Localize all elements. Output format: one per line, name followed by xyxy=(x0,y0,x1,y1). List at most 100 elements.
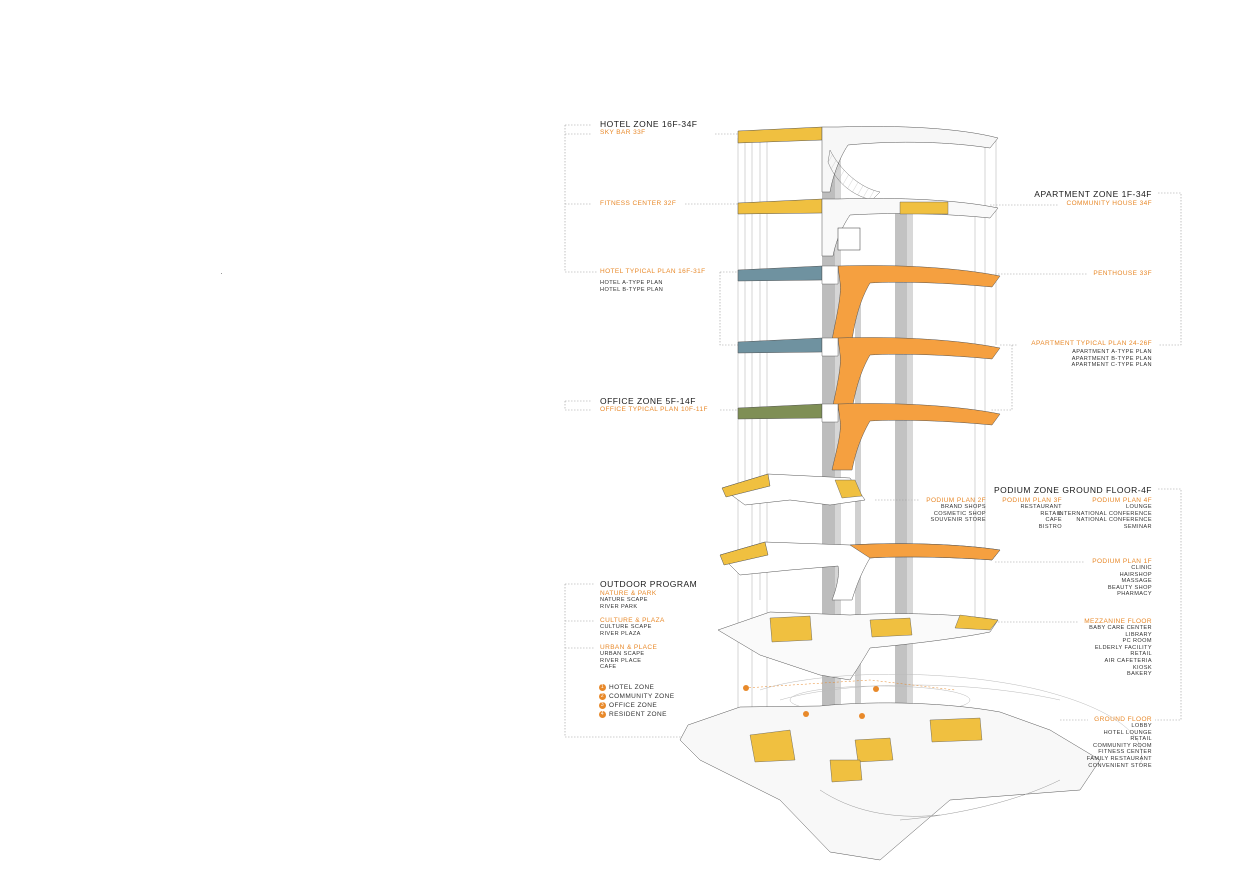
podium-plan-4f: PODIUM PLAN 4F LOUNGE INTERNATIONAL CONF… xyxy=(1058,497,1152,530)
mezzanine-item: KIOSK xyxy=(1132,664,1152,671)
outdoor-group-name: NATURE & PARK xyxy=(600,590,657,597)
floor-sky-bar-33f xyxy=(737,126,999,201)
legend-label: OFFICE ZONE xyxy=(609,702,658,710)
legend-number-badge: 3 xyxy=(599,702,606,709)
stray-dot xyxy=(221,273,222,274)
floor-podium-1f xyxy=(719,541,1001,601)
ground-floor-item: RETAIL xyxy=(1130,736,1152,743)
podium-item: MASSAGE xyxy=(1121,578,1152,585)
outdoor-group-nature: NATURE & PARK NATURE SCAPE RIVER PARK xyxy=(600,590,657,610)
mezzanine-item: BABY CARE CENTER xyxy=(1089,625,1152,631)
ground-floor: GROUND FLOOR LOBBY HOTEL LOUNGE RETAIL C… xyxy=(1087,716,1152,769)
floor-hotel-typical-penthouse xyxy=(737,265,1001,341)
zone-markers xyxy=(743,685,879,719)
ground-floor-item: FAMILY RESTAURANT xyxy=(1086,755,1152,762)
community-house-label: COMMUNITY HOUSE 34F xyxy=(1066,200,1152,207)
podium-item: INTERNATIONAL CONFERENCE xyxy=(1057,510,1152,517)
outdoor-group-culture: CULTURE & PLAZA CULTURE SCAPE RIVER PLAZ… xyxy=(600,617,665,637)
podium-plan-name: PODIUM PLAN 2F xyxy=(926,497,986,504)
podium-plan-name: PODIUM PLAN 1F xyxy=(1092,558,1152,565)
ground-floor-item: CONVENIENT STORE xyxy=(1088,762,1152,769)
apartment-type-item: APARTMENT A-TYPE PLAN xyxy=(1072,349,1152,355)
podium-item: RESTAURANT xyxy=(1020,504,1062,510)
floor-apartment-typical xyxy=(737,337,1001,411)
podium-item: SEMINAR xyxy=(1123,523,1152,530)
podium-zone-title: PODIUM ZONE GROUND FLOOR-4F xyxy=(993,485,1152,495)
legend-label: HOTEL ZONE xyxy=(609,684,655,692)
podium-item: HAIRSHOP xyxy=(1119,571,1152,578)
hotel-type-item: HOTEL A-TYPE PLAN xyxy=(600,280,663,286)
podium-item: BEAUTY SHOP xyxy=(1107,584,1152,591)
podium-item: COSMETIC SHOP xyxy=(933,510,986,517)
mezzanine-item: ELDERLY FACILITY xyxy=(1094,644,1152,651)
mezzanine-item: PC ROOM xyxy=(1122,638,1152,645)
podium-plan-name: PODIUM PLAN 4F xyxy=(1092,497,1152,504)
podium-item: CAFE xyxy=(1045,517,1062,524)
mezzanine-item: RETAIL xyxy=(1130,651,1152,658)
floor-ground xyxy=(679,702,1101,861)
left-leader-lines xyxy=(564,124,742,738)
penthouse-label: PENTHOUSE 33F xyxy=(1093,270,1152,277)
outdoor-item: URBAN SCAPE xyxy=(600,651,645,657)
podium-plan-2f: PODIUM PLAN 2F BRAND SHOPS COSMETIC SHOP… xyxy=(926,497,986,524)
apartment-typical-plan-label: APARTMENT TYPICAL PLAN 24-26F xyxy=(1031,340,1152,347)
podium-plan-1f: PODIUM PLAN 1F CLINIC HAIRSHOP MASSAGE B… xyxy=(1092,558,1152,598)
outdoor-item: RIVER PLAZA xyxy=(600,630,641,637)
legend-number-badge: 1 xyxy=(599,684,606,691)
ground-floor-item: HOTEL LOUNGE xyxy=(1103,729,1152,736)
mezzanine-item: LIBRARY xyxy=(1125,631,1152,638)
outdoor-item: RIVER PARK xyxy=(600,603,638,610)
outdoor-item: RIVER PLACE xyxy=(600,657,642,664)
podium-item: LOUNGE xyxy=(1125,504,1152,510)
apartment-type-item: APARTMENT C-TYPE PLAN xyxy=(1071,362,1152,369)
podium-item: RETAIL xyxy=(1040,510,1062,517)
legend-number-badge: 2 xyxy=(599,693,606,700)
ground-floor-item: COMMUNITY ROOM xyxy=(1093,742,1152,749)
floor-office-typical xyxy=(737,403,1001,471)
podium-item: SOUVENIR STORE xyxy=(930,517,986,524)
outdoor-group-name: URBAN & PLACE xyxy=(600,644,658,651)
office-zone-title: OFFICE ZONE 5F-14F xyxy=(600,396,696,406)
floor-podium-upper xyxy=(721,473,866,506)
legend-label: RESIDENT ZONE xyxy=(609,711,667,719)
outdoor-group-urban: URBAN & PLACE URBAN SCAPE RIVER PLACE CA… xyxy=(600,644,657,671)
ground-floor-item: LOBBY xyxy=(1131,723,1152,729)
ground-floor-item: FITNESS CENTER xyxy=(1098,749,1152,756)
podium-item: NATIONAL CONFERENCE xyxy=(1076,517,1152,524)
outdoor-item: CULTURE SCAPE xyxy=(600,624,652,630)
podium-item: BISTRO xyxy=(1038,523,1062,530)
podium-plan-name: PODIUM PLAN 3F xyxy=(1002,497,1062,504)
podium-plan-3f: PODIUM PLAN 3F RESTAURANT RETAIL CAFE BI… xyxy=(1002,497,1062,530)
sky-bar-label: SKY BAR 33F xyxy=(600,129,646,136)
ground-floor-name: GROUND FLOOR xyxy=(1094,716,1152,723)
hotel-types-list: HOTEL A-TYPE PLAN HOTEL B-TYPE PLAN xyxy=(600,280,663,293)
apartment-types-list: APARTMENT A-TYPE PLAN APARTMENT B-TYPE P… xyxy=(1071,349,1152,369)
outdoor-item: NATURE SCAPE xyxy=(600,597,648,603)
apartment-type-item: APARTMENT B-TYPE PLAN xyxy=(1071,355,1152,362)
floor-fitness-32f xyxy=(737,198,999,257)
legend-label: COMMUNITY ZONE xyxy=(609,693,675,701)
podium-item: CLINIC xyxy=(1131,565,1152,571)
hotel-typical-plan-label: HOTEL TYPICAL PLAN 16F-31F xyxy=(600,268,706,275)
outdoor-program-title: OUTDOOR PROGRAM xyxy=(600,579,698,589)
apartment-zone-title: APARTMENT ZONE 1F-34F xyxy=(1034,189,1152,199)
mezzanine-item: AIR CAFETERIA xyxy=(1104,657,1152,664)
mezzanine-item: BAKERY xyxy=(1127,671,1152,678)
podium-item: BRAND SHOPS xyxy=(940,504,986,510)
hotel-zone-title: HOTEL ZONE 16F-34F xyxy=(600,119,698,129)
legend-number-badge: 4 xyxy=(599,711,606,718)
floor-mezzanine xyxy=(717,611,999,681)
podium-item: PHARMACY xyxy=(1117,591,1152,598)
mezzanine-floor: MEZZANINE FLOOR BABY CARE CENTER LIBRARY… xyxy=(1084,618,1152,678)
office-typical-plan-label: OFFICE TYPICAL PLAN 10F-11F xyxy=(600,406,708,413)
fitness-center-label: FITNESS CENTER 32F xyxy=(600,200,677,207)
hotel-type-item: HOTEL B-TYPE PLAN xyxy=(600,286,664,293)
outdoor-group-name: CULTURE & PLAZA xyxy=(600,617,665,624)
mezzanine-name: MEZZANINE FLOOR xyxy=(1084,618,1152,625)
